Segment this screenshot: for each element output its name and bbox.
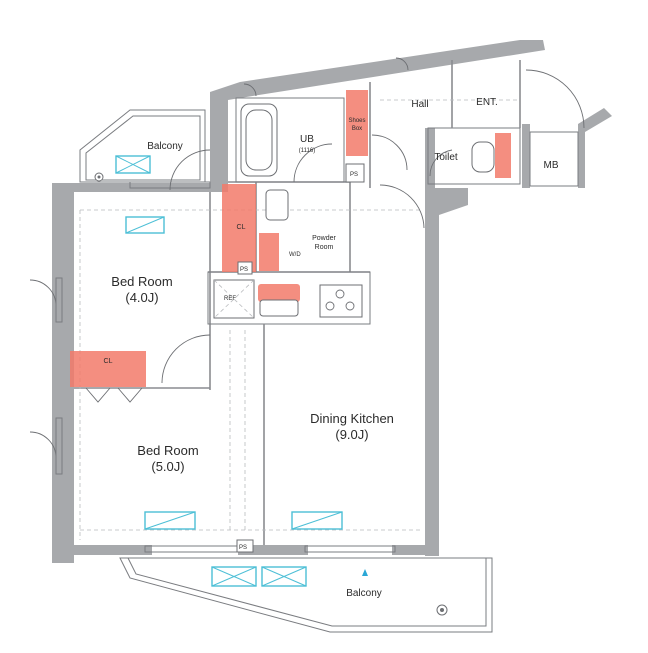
closet-lower bbox=[70, 351, 146, 387]
bed-room-1-size: (4.0J) bbox=[125, 290, 158, 305]
shoes-box-label-2: Box bbox=[352, 126, 362, 132]
door-swing-icon bbox=[293, 143, 333, 183]
pipe-space-1-label: PS bbox=[240, 267, 248, 273]
unit-bath-name: UB bbox=[300, 134, 314, 145]
balcony-top-outline bbox=[79, 109, 211, 189]
hall-label: Hall bbox=[411, 99, 428, 110]
door-swing-icon bbox=[395, 57, 409, 71]
washer-dryer bbox=[259, 233, 279, 271]
bed-room-2-size: (5.0J) bbox=[151, 459, 184, 474]
closet-upper bbox=[222, 184, 256, 272]
door-swing-icon bbox=[243, 83, 257, 97]
dining-kitchen-size: (9.0J) bbox=[335, 427, 368, 442]
door-swing-icon bbox=[379, 184, 425, 229]
door-swing-icon bbox=[429, 149, 453, 177]
bed-room-1-name: Bed Room bbox=[111, 274, 172, 289]
pipe-space-3 bbox=[236, 539, 254, 553]
balcony-bottom-outline bbox=[119, 545, 493, 633]
balcony-bottom-label: Balcony bbox=[346, 588, 382, 599]
dining-kitchen-name: Dining Kitchen bbox=[310, 411, 394, 426]
entry-marker-icon bbox=[362, 569, 368, 576]
structural-walls bbox=[52, 40, 612, 563]
balcony-top-label: Balcony bbox=[147, 141, 183, 152]
closet-upper-label: CL bbox=[237, 224, 246, 231]
window-left-1 bbox=[55, 277, 63, 323]
shoes-box-label-1: Shoes bbox=[348, 118, 365, 124]
door-swing-icon bbox=[371, 134, 408, 171]
pipe-space-3-label: PS bbox=[239, 545, 247, 551]
door-swing-icon bbox=[161, 334, 211, 384]
unit-bath-size: (1116) bbox=[299, 148, 315, 154]
washbasin-icon bbox=[265, 189, 289, 221]
shoes-box bbox=[346, 90, 368, 156]
pipe-space-2 bbox=[345, 163, 365, 183]
kitchen-sink bbox=[258, 284, 300, 302]
pipe-space-1 bbox=[237, 261, 253, 275]
refrigerator-label: REF bbox=[224, 296, 236, 302]
pipe-space-2-label: PS bbox=[350, 172, 358, 178]
toilet-storage bbox=[495, 133, 511, 178]
powder-room-name: Powder bbox=[312, 235, 336, 242]
bed-room-2-name: Bed Room bbox=[137, 443, 198, 458]
washer-dryer-label: W/D bbox=[289, 252, 301, 258]
powder-room-name-2: Room bbox=[315, 244, 334, 251]
meter-box-label: MB bbox=[544, 160, 559, 171]
door-swing-icon bbox=[169, 149, 211, 191]
toilet-bowl-icon bbox=[471, 141, 495, 173]
entrance-label: ENT. bbox=[476, 97, 498, 108]
window-left-2 bbox=[55, 417, 63, 475]
doors bbox=[29, 57, 585, 459]
toilet-label: Toilet bbox=[434, 152, 458, 163]
door-swing-icon bbox=[525, 69, 585, 129]
closet-lower-label: CL bbox=[104, 358, 113, 365]
